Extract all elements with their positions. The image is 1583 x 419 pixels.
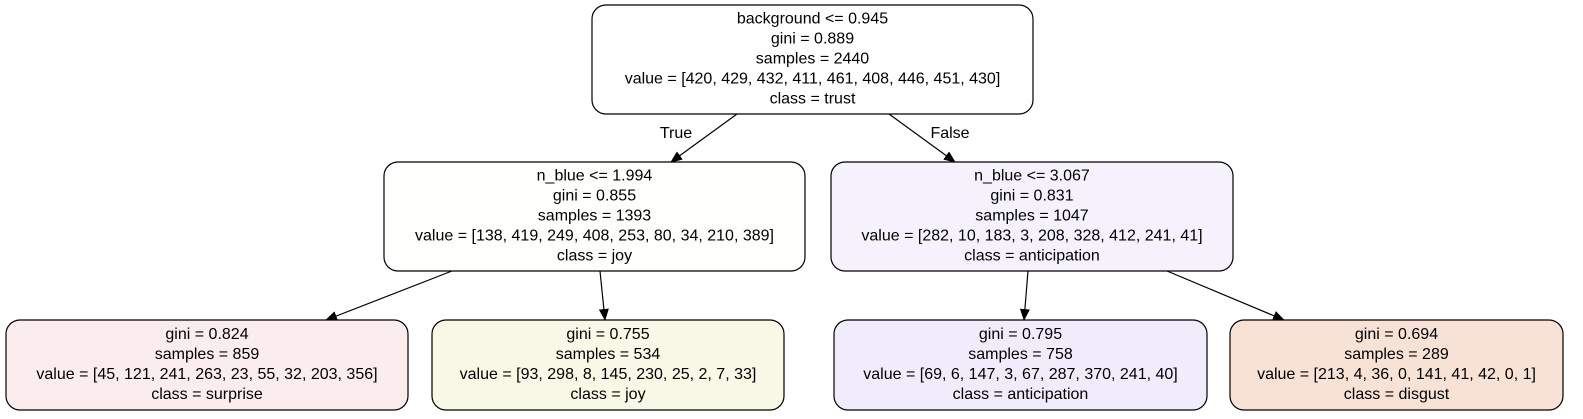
node-line-root-0: background <= 0.945 (737, 11, 888, 28)
edge-arrow-left-to-left-left (325, 270, 453, 321)
node-line-right-left-0: gini = 0.795 (979, 326, 1062, 343)
tree-node-left: n_blue <= 1.994 gini = 0.855 samples = 139… (383, 161, 806, 272)
node-line-left-4: class = joy (557, 248, 632, 265)
node-line-left-left-1: samples = 859 (155, 346, 260, 363)
tree-node-left-right: gini = 0.755 samples = 534 value = [93, 29… (431, 319, 785, 411)
node-line-right-right-0: gini = 0.694 (1355, 326, 1438, 343)
node-line-left-2: samples = 1393 (538, 208, 652, 225)
node-line-left-right-2: value = [93, 298, 8, 145, 230, 25, 2, 7,… (460, 366, 757, 383)
node-line-root-1: gini = 0.889 (771, 31, 854, 48)
edge-arrow-right-to-right-left (1019, 270, 1030, 321)
node-line-right-right-2: value = [213, 4, 36, 0, 141, 41, 42, 0, … (1257, 366, 1536, 383)
tree-node-root: background <= 0.945 gini = 0.889 samples =… (591, 4, 1034, 115)
node-box-root (591, 4, 1034, 115)
tree-node-left-left: gini = 0.824 samples = 859 value = [45, 12… (5, 319, 409, 411)
edge-arrow-root-to-right (888, 113, 956, 163)
node-line-left-right-1: samples = 534 (556, 346, 661, 363)
node-line-left-right-3: class = joy (570, 386, 645, 403)
node-line-left-left-3: class = surprise (151, 386, 263, 403)
node-line-right-1: gini = 0.831 (990, 188, 1073, 205)
node-box-right (830, 161, 1234, 272)
node-line-left-left-0: gini = 0.824 (165, 326, 248, 343)
node-line-left-left-2: value = [45, 121, 241, 263, 23, 55, 32, … (36, 366, 377, 383)
node-box-right-left (833, 319, 1208, 411)
node-line-right-right-3: class = disgust (1344, 386, 1450, 403)
edge-arrow-root-to-left (670, 113, 738, 163)
node-line-root-4: class = trust (770, 91, 856, 108)
tree-node-right-right: gini = 0.694 samples = 289 value = [213, 4… (1229, 319, 1564, 411)
edge-label-false: False (930, 125, 969, 142)
node-line-right-left-1: samples = 758 (968, 346, 1073, 363)
node-line-root-3: value = [420, 429, 432, 411, 461, 408, 4… (625, 71, 1001, 88)
node-line-left-1: gini = 0.855 (553, 188, 636, 205)
edge-arrow-left-to-left-right (598, 270, 609, 321)
node-line-right-left-2: value = [69, 6, 147, 3, 67, 287, 370, 24… (863, 366, 1177, 383)
edge-arrow-right-to-right-right (1166, 270, 1285, 321)
node-box-left-left (5, 319, 409, 411)
node-line-right-2: samples = 1047 (975, 208, 1089, 225)
node-line-right-4: class = anticipation (964, 248, 1100, 265)
node-line-left-3: value = [138, 419, 249, 408, 253, 80, 34… (415, 228, 774, 245)
nodes-layer: background <= 0.945 gini = 0.889 samples =… (5, 4, 1564, 411)
node-line-right-0: n_blue <= 3.067 (974, 168, 1090, 185)
node-line-left-right-0: gini = 0.755 (566, 326, 649, 343)
edges-layer: True False (325, 113, 1285, 321)
edge-label-true: True (660, 125, 692, 142)
node-box-right-right (1229, 319, 1564, 411)
node-box-left-right (431, 319, 785, 411)
tree-node-right-left: gini = 0.795 samples = 758 value = [69, 6,… (833, 319, 1208, 411)
node-box-left (383, 161, 806, 272)
node-line-left-0: n_blue <= 1.994 (537, 168, 653, 185)
tree-node-right: n_blue <= 3.067 gini = 0.831 samples = 104… (830, 161, 1234, 272)
node-line-right-right-1: samples = 289 (1344, 346, 1449, 363)
node-line-right-3: value = [282, 10, 183, 3, 208, 328, 412,… (861, 228, 1202, 245)
node-line-root-2: samples = 2440 (756, 51, 870, 68)
node-line-right-left-3: class = anticipation (953, 386, 1089, 403)
